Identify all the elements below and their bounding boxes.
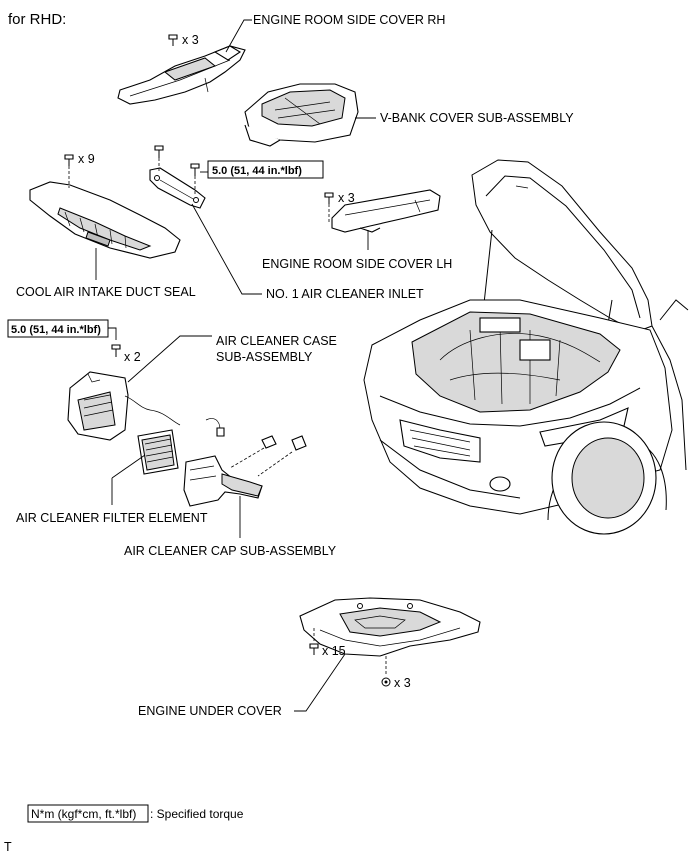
under-bolt-count-a: x 15 xyxy=(322,644,346,658)
torque-box-case xyxy=(7,319,109,338)
bolt-icon xyxy=(309,643,319,655)
torque-inlet: 5.0 (51, 44 in.*lbf) xyxy=(212,165,302,177)
lh-bolt-count: x 3 xyxy=(338,191,355,205)
engine-room-side-cover-rh xyxy=(117,45,246,105)
vehicle-illustration xyxy=(363,159,689,535)
no1-air-cleaner-inlet xyxy=(149,167,206,209)
clip-icon xyxy=(381,677,391,687)
label-air-cleaner-case-line2: SUB-ASSEMBLY xyxy=(216,350,313,364)
bolt-icon xyxy=(111,344,121,357)
rh-bolt-count: x 3 xyxy=(182,33,199,47)
legend-description: : Specified torque xyxy=(150,807,244,821)
clamp-icon xyxy=(261,435,307,451)
torque-case: 5.0 (51, 44 in.*lbf) xyxy=(11,324,101,336)
bolt-icon xyxy=(154,145,164,158)
label-v-bank-cover: V-BANK COVER SUB-ASSEMBLY xyxy=(380,111,574,125)
bolt-icon xyxy=(190,163,200,176)
air-cleaner-cap xyxy=(183,418,263,507)
bolt-icon xyxy=(324,192,334,204)
bolt-icon xyxy=(168,34,178,46)
bolt-icon xyxy=(64,154,74,166)
figure-code: T xyxy=(4,840,12,854)
legend-torque-box xyxy=(27,804,149,823)
torque-box-inlet xyxy=(207,160,324,179)
engine-under-cover xyxy=(299,597,481,657)
label-engine-under-cover: ENGINE UNDER COVER xyxy=(138,704,282,718)
page-title: for RHD: xyxy=(8,11,66,28)
air-cleaner-filter-element xyxy=(137,429,179,475)
label-engine-room-side-cover-lh: ENGINE ROOM SIDE COVER LH xyxy=(262,257,452,271)
label-cool-air-intake-duct-seal: COOL AIR INTAKE DUCT SEAL xyxy=(16,285,196,299)
v-bank-cover xyxy=(244,83,359,147)
cool-bolt-count: x 9 xyxy=(78,152,95,166)
label-air-cleaner-case-line1: AIR CLEANER CASE xyxy=(216,334,337,348)
under-bolt-count-b: x 3 xyxy=(394,676,411,690)
label-air-cleaner-filter-element: AIR CLEANER FILTER ELEMENT xyxy=(16,511,208,525)
engine-room-side-cover-lh xyxy=(331,189,441,233)
air-cleaner-case xyxy=(67,371,181,441)
label-no1-air-cleaner-inlet: NO. 1 AIR CLEANER INLET xyxy=(266,287,424,301)
cool-air-intake-duct-seal xyxy=(29,181,181,259)
case-bolt-count: x 2 xyxy=(124,350,141,364)
legend-box-text: N*m (kgf*cm, ft.*lbf) xyxy=(31,807,136,821)
label-engine-room-side-cover-rh: ENGINE ROOM SIDE COVER RH xyxy=(253,13,445,27)
label-air-cleaner-cap: AIR CLEANER CAP SUB-ASSEMBLY xyxy=(124,544,337,558)
